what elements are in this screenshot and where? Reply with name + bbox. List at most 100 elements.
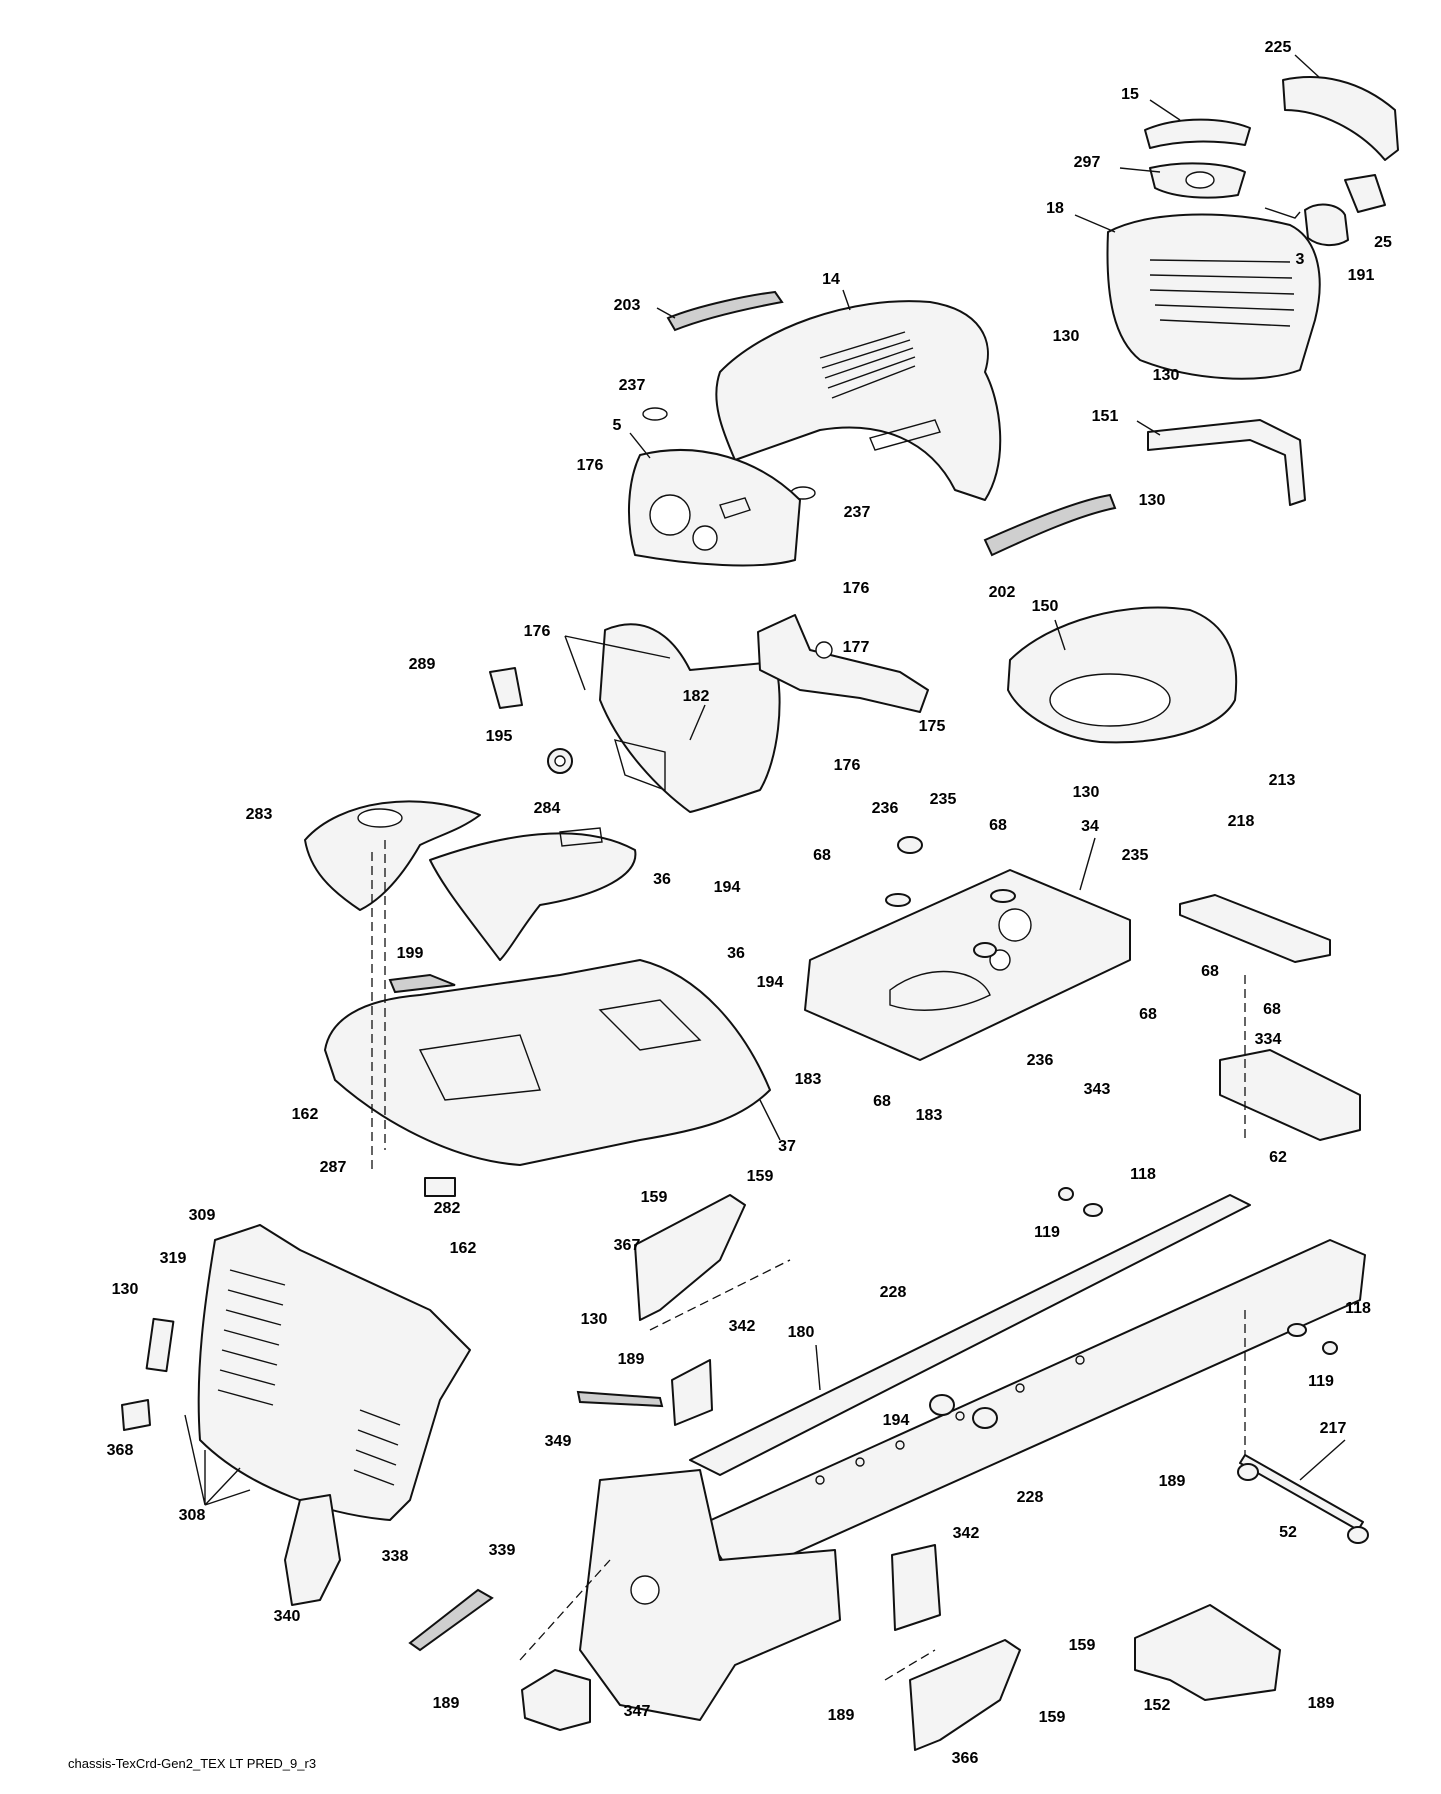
callout-c287: 287 bbox=[320, 1159, 347, 1176]
part-284-rear-fender-cover bbox=[429, 832, 637, 961]
part-367-bracket bbox=[634, 1194, 746, 1321]
part-37-fender bbox=[324, 959, 771, 1166]
assembly-line-7 bbox=[884, 1649, 936, 1681]
callout-c283: 283 bbox=[246, 806, 273, 823]
part-152-shield bbox=[1134, 1604, 1281, 1701]
part-52-bushing-2 bbox=[1347, 1526, 1369, 1544]
callout-c162b: 162 bbox=[450, 1240, 477, 1257]
callout-c297: 297 bbox=[1074, 154, 1101, 171]
callout-c343: 343 bbox=[1084, 1081, 1111, 1098]
callout-c235a: 235 bbox=[930, 791, 957, 808]
engine-plate-assembly bbox=[804, 836, 1131, 1061]
leader-lines bbox=[184, 54, 1346, 1506]
callout-c189c: 189 bbox=[433, 1695, 460, 1712]
part-235-spacer-2 bbox=[990, 889, 1016, 903]
callout-c130d: 130 bbox=[1073, 784, 1100, 801]
part-195-grommet-hole bbox=[554, 755, 566, 767]
part-180-frame-rail-upper bbox=[689, 1194, 1251, 1476]
shroud-fan-opening bbox=[1049, 673, 1171, 727]
callout-c189a: 189 bbox=[618, 1351, 645, 1368]
callout-c319: 319 bbox=[160, 1250, 187, 1267]
seat-pan-hole bbox=[357, 808, 403, 828]
part-347-cover bbox=[521, 1669, 591, 1731]
callout-c237b: 237 bbox=[844, 504, 871, 521]
drawing-code: chassis-TexCrd-Gen2_TEX LT PRED_9_r3 bbox=[68, 1756, 317, 1771]
callout-c118a: 118 bbox=[1130, 1166, 1156, 1183]
callout-c218: 218 bbox=[1228, 813, 1255, 830]
callout-c289: 289 bbox=[409, 656, 436, 673]
part-18-front-grille bbox=[1106, 213, 1321, 380]
hood-vents bbox=[819, 331, 916, 399]
leader-176c bbox=[564, 635, 671, 691]
callout-c18: 18 bbox=[1046, 200, 1064, 217]
part-25-bracket bbox=[1344, 174, 1386, 213]
leader-14 bbox=[842, 289, 851, 311]
part-119-nut bbox=[1058, 1187, 1074, 1201]
callout-c225: 225 bbox=[1265, 39, 1292, 56]
dash-key-opening bbox=[692, 525, 718, 551]
callout-c130c: 130 bbox=[1139, 492, 1166, 509]
dash-lower-assembly bbox=[489, 623, 781, 813]
callout-c37: 37 bbox=[778, 1138, 796, 1155]
callout-c282: 282 bbox=[434, 1200, 461, 1217]
callout-c68f: 68 bbox=[873, 1093, 891, 1110]
fender-floor-opening bbox=[418, 1034, 541, 1101]
frame-axle-hole bbox=[630, 1575, 660, 1605]
part-118-washer-2 bbox=[1287, 1323, 1307, 1337]
grille-slats bbox=[1149, 259, 1295, 327]
callout-c176d: 176 bbox=[834, 757, 861, 774]
leader-203 bbox=[656, 307, 676, 319]
leader-180 bbox=[815, 1344, 821, 1391]
callout-c36b: 36 bbox=[727, 945, 745, 962]
callout-c342a: 342 bbox=[729, 1318, 756, 1335]
callout-c189d: 189 bbox=[1308, 1695, 1335, 1712]
callout-labels: 2251529718325191142031301302375151176130… bbox=[107, 39, 1392, 1767]
engine-plate-hole-1 bbox=[998, 908, 1032, 942]
callout-c189e: 189 bbox=[828, 1707, 855, 1724]
leader-297 bbox=[1119, 167, 1161, 173]
part-191-cover bbox=[1304, 203, 1349, 246]
callout-c130f: 130 bbox=[581, 1311, 608, 1328]
callout-c68a: 68 bbox=[989, 817, 1007, 834]
main-frame-assembly bbox=[579, 1049, 1366, 1721]
assembly-lines bbox=[371, 840, 1246, 1681]
callout-c199: 199 bbox=[397, 945, 424, 962]
front-grille-assembly bbox=[121, 1224, 471, 1606]
leader-5 bbox=[629, 432, 651, 459]
part-368-pad bbox=[121, 1399, 151, 1431]
part-237-cap bbox=[642, 407, 668, 421]
callout-c203: 203 bbox=[614, 297, 641, 314]
callout-c347: 347 bbox=[624, 1703, 651, 1720]
part-342-bracket-2 bbox=[891, 1544, 941, 1631]
callout-c235b: 235 bbox=[1122, 847, 1149, 864]
part-218-bracket bbox=[1179, 894, 1331, 963]
callout-c3: 3 bbox=[1296, 251, 1305, 268]
callout-c175: 175 bbox=[919, 718, 946, 735]
callout-c68d: 68 bbox=[1139, 1006, 1157, 1023]
callout-c228b: 228 bbox=[1017, 1489, 1044, 1506]
fender-assembly bbox=[304, 800, 771, 1197]
part-319-reflector bbox=[145, 1317, 175, 1373]
callout-c176a: 176 bbox=[577, 457, 604, 474]
dash-panel-assembly bbox=[628, 449, 801, 567]
callout-c191: 191 bbox=[1348, 267, 1375, 284]
callout-c195: 195 bbox=[486, 728, 513, 745]
callout-c177: 177 bbox=[843, 639, 870, 656]
callout-c152: 152 bbox=[1144, 1697, 1171, 1714]
leader-18 bbox=[1074, 214, 1116, 233]
assembly-line-6 bbox=[649, 1259, 791, 1331]
part-203-vent-grille bbox=[666, 290, 784, 332]
part-283-seat-pan bbox=[304, 800, 481, 911]
callout-c180: 180 bbox=[788, 1324, 815, 1341]
part-236-damper-2 bbox=[973, 942, 997, 958]
part-334-rear-bracket bbox=[1219, 1049, 1361, 1141]
leader-182 bbox=[689, 704, 706, 741]
part-194-bushing bbox=[929, 1394, 955, 1416]
part-5-dash-panel bbox=[628, 449, 801, 567]
callout-c309: 309 bbox=[189, 1207, 216, 1224]
part-282-clips bbox=[424, 1177, 456, 1197]
part-202-vent-grille bbox=[983, 493, 1117, 557]
leader-225 bbox=[1294, 54, 1321, 79]
